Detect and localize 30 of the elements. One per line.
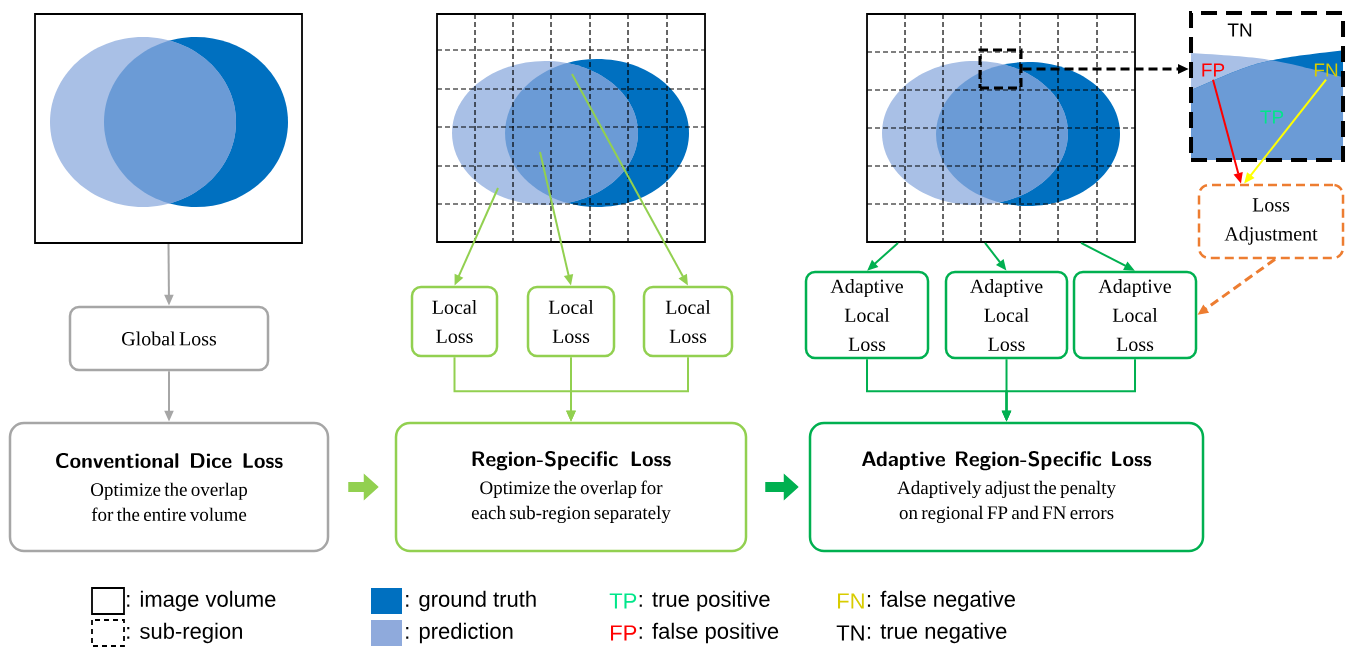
adjustment-box: Loss Adjustment	[1197, 183, 1345, 260]
sub-region-box	[978, 48, 1023, 90]
region-label: TP	[1260, 110, 1284, 124]
method-box: Region-Specific Loss Optimize the overlap for each sub-region separately	[394, 421, 748, 553]
legend-text: : true negative	[867, 622, 1007, 644]
legend-text: : image volume	[127, 590, 276, 612]
loss-box: Adaptive Local Loss	[1072, 270, 1198, 360]
region-label: TN	[1227, 23, 1252, 37]
volume-drawing	[34, 13, 303, 244]
legend-text: : false negative	[867, 590, 1015, 612]
loss-box: Global Loss	[68, 305, 270, 372]
error-label: FP	[1202, 63, 1225, 77]
loss-box: Local Loss	[410, 285, 499, 358]
loss-box: Adaptive Local Loss	[804, 270, 930, 360]
legend-key: TN	[836, 625, 864, 641]
loss-box: Adaptive Local Loss	[944, 270, 1069, 360]
legend-text: : sub-region	[127, 622, 242, 644]
error-label: FN	[1314, 63, 1338, 77]
legend-text: : ground truth	[406, 590, 536, 612]
volume-drawing	[436, 13, 706, 243]
loss-box: Local Loss	[642, 285, 734, 358]
legend-key: TP	[609, 593, 637, 609]
method-box: Conventional Dice Loss Optimize the overlap for the entire volume	[8, 421, 330, 553]
method-box: Adaptive Region-Specific Loss Adaptively adjust the penalty on regional FP and FN errors	[808, 421, 1205, 553]
legend-text: : false positive	[639, 622, 779, 644]
legend-key: FN	[838, 593, 864, 609]
loss-box: Local Loss	[526, 285, 616, 358]
legend-key: FP	[611, 625, 637, 641]
legend-text: : prediction	[406, 622, 513, 644]
legend-text: : true positive	[639, 590, 770, 612]
